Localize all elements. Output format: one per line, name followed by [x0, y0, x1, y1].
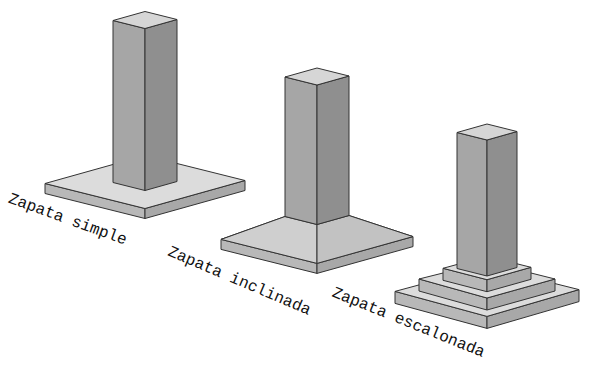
stepped-footing	[395, 124, 579, 328]
sloped-footing	[221, 68, 413, 273]
simple-footing	[45, 12, 245, 219]
